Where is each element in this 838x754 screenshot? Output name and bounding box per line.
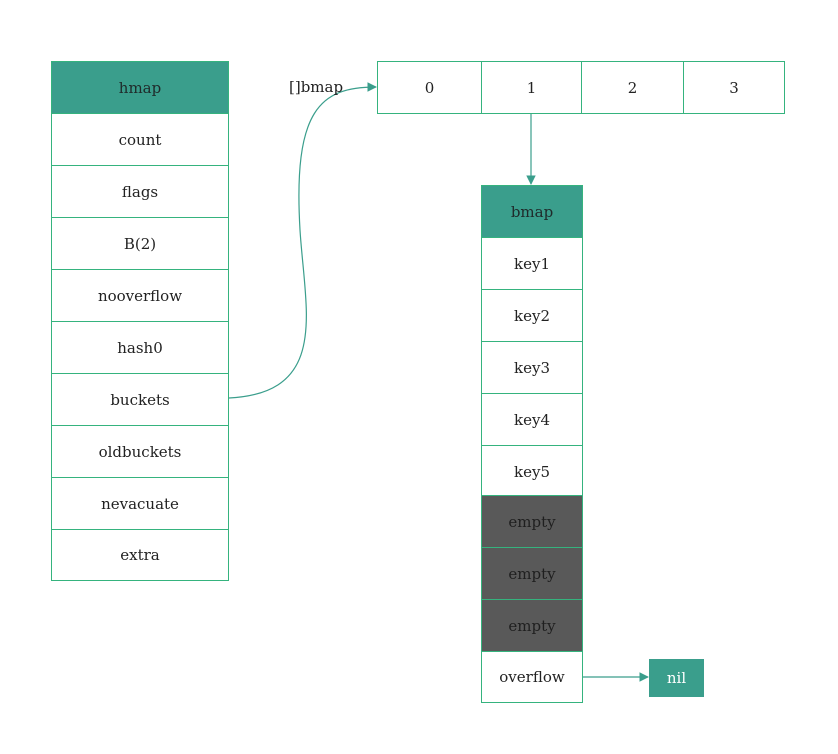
hmap-field-hash0: hash0 <box>51 321 229 374</box>
bmap-empty-slot-2: empty <box>481 547 583 600</box>
bmap-key-2: key2 <box>481 289 583 342</box>
bucket-cell-3: 3 <box>683 61 785 114</box>
buckets-array-label: []bmap <box>289 78 344 96</box>
hmap-field-buckets: buckets <box>51 373 229 426</box>
bmap-header: bmap <box>481 185 583 238</box>
buckets-pointer-arrow <box>228 82 377 399</box>
hmap-field-extra: extra <box>51 529 229 581</box>
bmap-key-5: key5 <box>481 445 583 498</box>
bmap-key-4: key4 <box>481 393 583 446</box>
hmap-field-count: count <box>51 113 229 166</box>
bucket-cell-2: 2 <box>581 61 684 114</box>
bucket-cell-1: 1 <box>481 61 582 114</box>
hmap-field-flags: flags <box>51 165 229 218</box>
nil-box: nil <box>649 659 704 697</box>
hmap-field-oldbuckets: oldbuckets <box>51 425 229 478</box>
bmap-key-3: key3 <box>481 341 583 394</box>
hmap-field-nevacuate: nevacuate <box>51 477 229 530</box>
hmap-field-nooverflow: nooverflow <box>51 269 229 322</box>
bucket-cell-0: 0 <box>377 61 482 114</box>
hmap-header: hmap <box>51 61 229 114</box>
hmap-field-b: B(2) <box>51 217 229 270</box>
bmap-empty-slot-1: empty <box>481 495 583 548</box>
bmap-key-1: key1 <box>481 237 583 290</box>
bmap-empty-slot-3: empty <box>481 599 583 652</box>
bmap-overflow: overflow <box>481 651 583 703</box>
